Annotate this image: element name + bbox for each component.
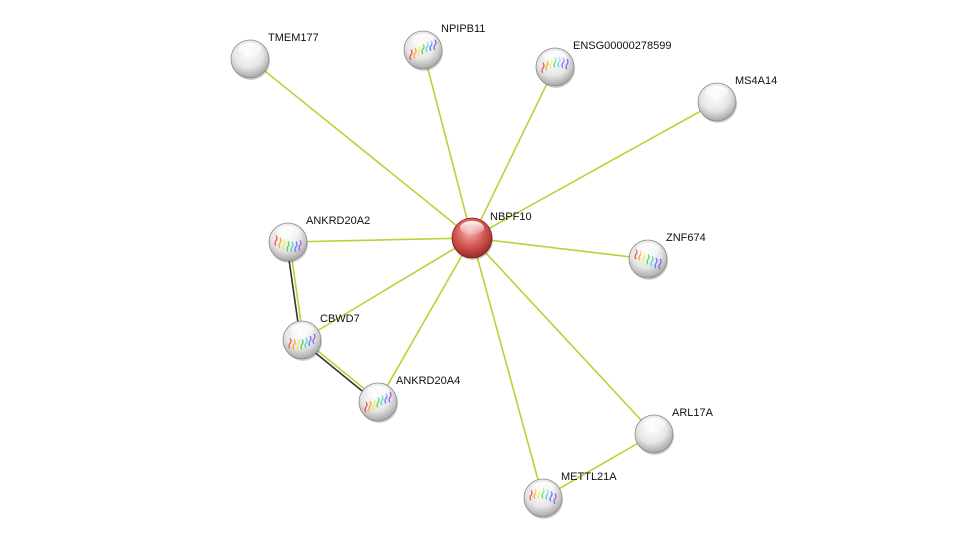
edge-nbpf10-ensg00000278599-textmining[interactable] [471,66,556,239]
nodes-layer: NBPF10 TMEM177 NPIPB11ENSG00000278599MS4A1… [230,23,777,519]
node-ensg00000278599[interactable]: ENSG00000278599 [535,40,671,88]
edge-nbpf10-arl17a-textmining[interactable] [471,237,655,435]
node-highlight [636,242,660,257]
node-label: ANKRD20A4 [396,375,460,387]
node-label: ANKRD20A2 [306,215,370,227]
node-label: NBPF10 [490,211,532,223]
node-highlight [705,85,729,100]
node-highlight [543,50,567,65]
edge-nbpf10-znf674-textmining[interactable] [471,237,649,260]
edge-nbpf10-tmem177-textmining[interactable] [249,58,473,239]
edge-nbpf10-ankrd20a4-textmining[interactable] [377,237,473,403]
node-ankrd20a4[interactable]: ANKRD20A4 [358,375,460,423]
node-highlight [460,221,484,235]
node-znf674[interactable]: ZNF674 [628,232,706,280]
edge-nbpf10-ms4a14-textmining[interactable] [471,101,718,239]
edge-nbpf10-ankrd20a2-textmining[interactable] [287,237,473,243]
node-label: MS4A14 [735,75,777,87]
node-label: NPIPB11 [441,23,485,35]
node-highlight [238,42,262,57]
node-highlight [411,33,435,48]
edge-nbpf10-npipb11-textmining[interactable] [422,49,473,239]
node-ankrd20a2[interactable]: ANKRD20A2 [268,215,370,263]
node-highlight [276,225,300,240]
node-label: METTL21A [561,471,617,483]
protein-structure-icon [288,333,316,351]
node-mettl21a[interactable]: METTL21A [523,471,617,519]
node-highlight [366,385,390,400]
edge-arl17a-mettl21a-textmining[interactable] [542,433,655,499]
node-ms4a14[interactable]: MS4A14 [697,75,777,123]
node-arl17a[interactable]: ARL17A [634,407,714,455]
node-label: TMEM177 [268,32,319,44]
node-highlight [290,323,314,338]
node-npipb11[interactable]: NPIPB11 [403,23,485,71]
node-nbpf10[interactable]: NBPF10 [451,211,532,260]
node-label: CBWD7 [320,313,360,325]
node-highlight [531,481,555,496]
node-cbwd7[interactable]: CBWD7 [282,313,360,361]
protein-structure-icon [274,235,302,253]
node-tmem177[interactable]: TMEM177 [230,32,319,80]
node-label: ZNF674 [666,232,706,244]
node-highlight [642,417,666,432]
edge-nbpf10-mettl21a-textmining[interactable] [471,237,544,499]
node-label: ENSG00000278599 [573,40,671,52]
edge-nbpf10-cbwd7-textmining[interactable] [301,237,473,341]
node-label: ARL17A [672,407,714,419]
